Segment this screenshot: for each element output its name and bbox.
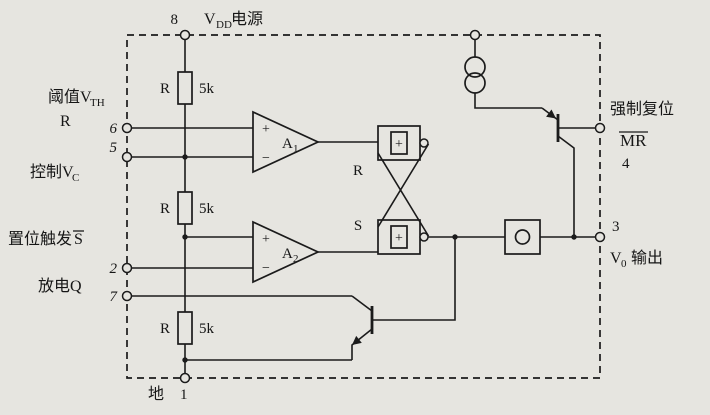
flipflop-r-input-label: R	[353, 163, 363, 179]
nor-gate-s-bubble	[419, 232, 429, 242]
terminal-pin6	[121, 122, 133, 134]
pin2-number: 2	[110, 261, 118, 277]
resistor-r3-value: 5k	[199, 321, 215, 337]
resistor-r1-value: 5k	[199, 81, 215, 97]
junction-dot	[182, 234, 188, 240]
comparator-a2-minus: −	[262, 261, 270, 276]
nor-gate-r-bubble	[419, 138, 429, 148]
control-label: 控制V	[30, 163, 74, 181]
terminal-pin8	[179, 29, 191, 41]
vdd-label: V	[204, 11, 216, 28]
wire-reset-net	[474, 39, 596, 237]
pin8-number: 8	[171, 12, 179, 28]
resistor-r2-value: 5k	[199, 201, 215, 217]
vdd-label-cn: 电源	[231, 10, 263, 28]
vdd-subscript: DD	[216, 19, 232, 31]
resistor-r1-body	[177, 71, 193, 105]
wire-left-pin-lines	[131, 127, 352, 297]
comparator-a2-name: A	[282, 246, 293, 262]
terminal-pin3	[594, 231, 606, 243]
nor-gate-s-inner	[390, 225, 408, 249]
trigger-label: 置位触发	[8, 230, 72, 248]
resistor-r3-name: R	[160, 321, 170, 337]
forced-reset-label: 强制复位	[610, 100, 674, 118]
comparator-a1-plus: +	[262, 122, 270, 137]
output-buffer-inner-circle	[514, 229, 531, 245]
comparator-a2-subscript: 2	[293, 253, 299, 265]
nor-gate-s-symbol: +	[395, 231, 403, 246]
discharge-transistor-emitter-arrow	[352, 335, 362, 345]
junction-dot	[182, 357, 188, 363]
comparator-a1-body	[252, 110, 321, 174]
threshold-label: 阈值V	[48, 88, 92, 106]
terminal-pin4	[594, 122, 606, 134]
comparator-a1-subscript: 1	[293, 143, 299, 155]
terminal-pin2	[121, 262, 133, 274]
flipflop-s-input-label: S	[354, 218, 362, 234]
output-label-cn: 输出	[631, 249, 663, 267]
current-source-top-circle	[464, 56, 486, 78]
resistor-r2-body	[177, 191, 193, 225]
pin1-number: 1	[180, 387, 188, 403]
junction-dot	[452, 234, 458, 240]
pin3-number: 3	[612, 219, 620, 235]
ic-boundary	[126, 34, 601, 379]
terminal-pin1	[179, 372, 191, 384]
pin6-number: 6	[110, 121, 118, 137]
threshold-subscript: TH	[90, 97, 105, 109]
junction-dot	[182, 154, 188, 160]
trigger-s-label: S	[74, 231, 83, 248]
pin7-number: 7	[110, 289, 119, 305]
vo-label: V	[610, 250, 622, 267]
pin5-number: 5	[110, 140, 118, 156]
nor-gate-r-inner	[390, 131, 408, 155]
wire-flipflop-cross-coupling	[377, 143, 430, 237]
wire-output-net	[372, 236, 596, 321]
discharge-label: 放电Q	[38, 277, 82, 295]
terminal-top-aux	[469, 29, 481, 41]
output-buffer-body	[504, 219, 541, 255]
nor-gate-r-symbol: +	[395, 137, 403, 152]
reset-transistor-emitter-arrow	[546, 109, 556, 119]
terminal-pin5	[121, 151, 133, 163]
comparator-a2-plus: +	[262, 232, 270, 247]
control-subscript: C	[72, 172, 79, 184]
threshold-label-line2: R	[60, 113, 71, 130]
mr-label: MR	[620, 131, 647, 150]
terminal-pin7	[121, 290, 133, 302]
resistor-r2-name: R	[160, 201, 170, 217]
pin4-number: 4	[622, 156, 630, 172]
comparator-a1-name: A	[282, 136, 293, 152]
current-source-bottom-circle	[464, 72, 486, 94]
wire-comparator-outputs	[318, 141, 378, 253]
wire-discharge-connections	[351, 295, 373, 360]
resistor-r1-name: R	[160, 81, 170, 97]
comparator-a1-minus: −	[262, 151, 270, 166]
ground-label: 地	[148, 385, 164, 403]
comparator-a2-body	[252, 220, 321, 284]
resistor-r3-body	[177, 311, 193, 345]
vo-subscript: 0	[621, 258, 627, 270]
junction-dot	[571, 234, 577, 240]
